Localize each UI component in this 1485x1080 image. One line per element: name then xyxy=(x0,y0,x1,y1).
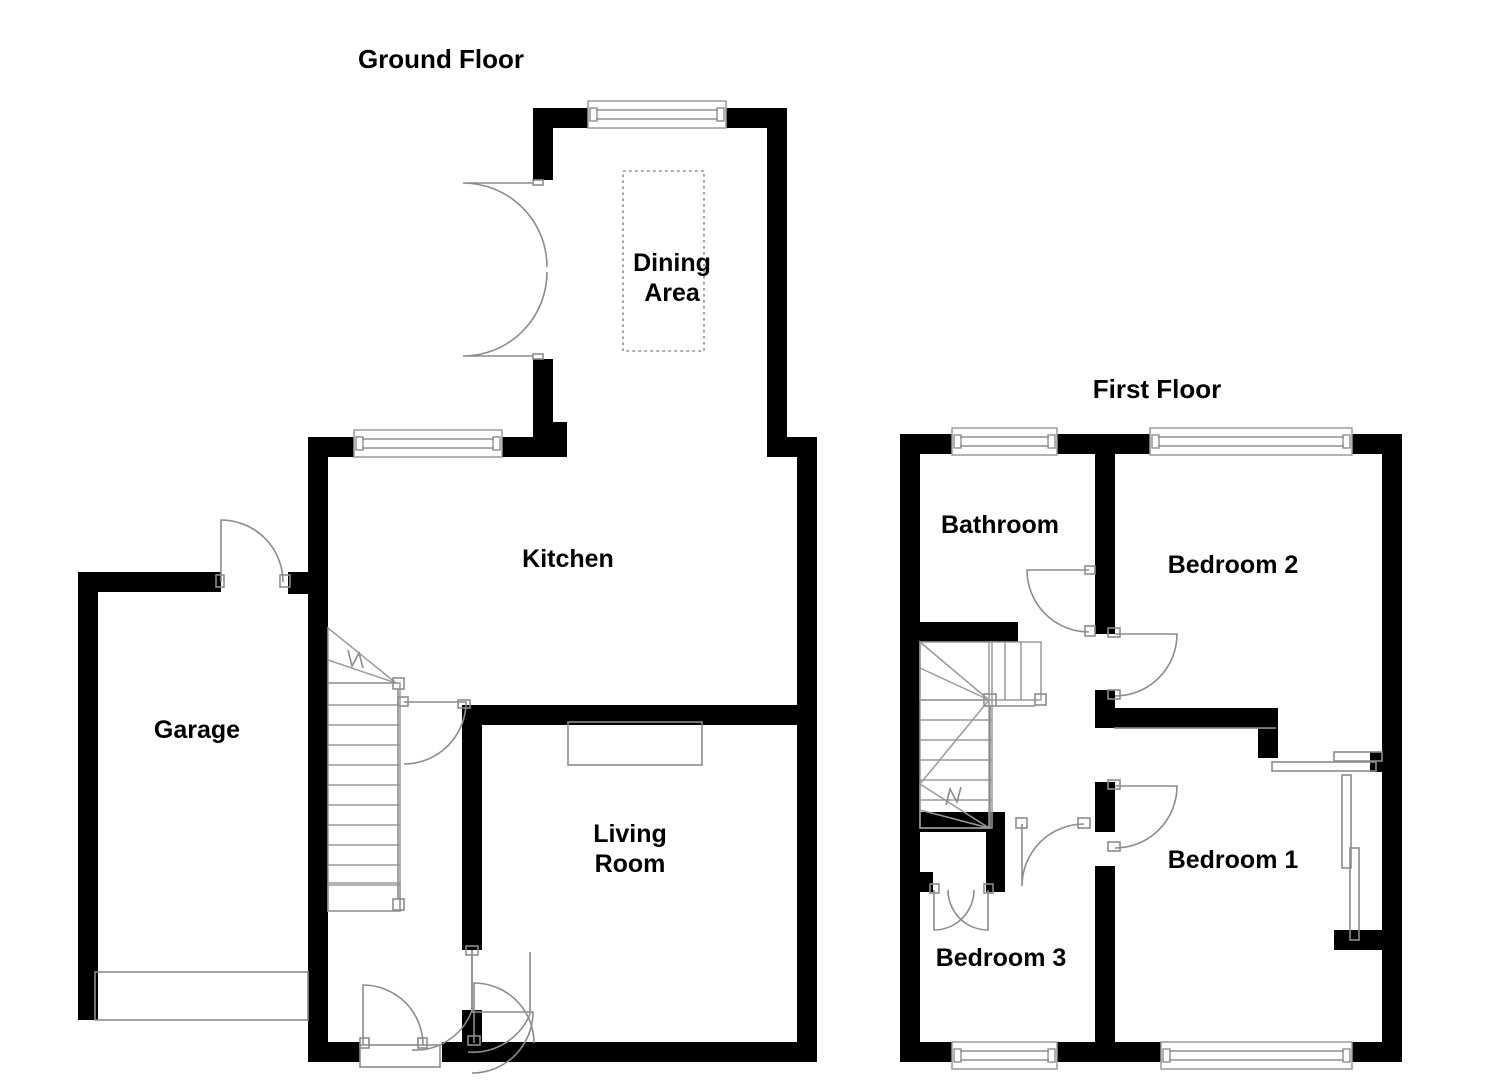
window-kitchen-top xyxy=(353,429,503,458)
door-bathroom xyxy=(1026,565,1096,637)
ground-floor-doors xyxy=(215,179,548,1074)
door-bedroom3 xyxy=(1015,817,1091,887)
room-label-dining-area-line1: Dining xyxy=(633,249,711,277)
door-hall-kitchen xyxy=(397,696,471,765)
room-label-bedroom-2: Bedroom 2 xyxy=(1168,551,1299,579)
first-floor-windows xyxy=(951,427,1353,1070)
ground-floor-windows xyxy=(353,100,727,458)
garage-door xyxy=(94,971,309,1021)
room-label-bedroom-3: Bedroom 3 xyxy=(936,944,1067,972)
window-bedroom3-bottom xyxy=(951,1041,1058,1070)
first-floor-staircase xyxy=(919,640,1047,829)
room-label-bedroom-1: Bedroom 1 xyxy=(1168,846,1299,874)
first-floor-wardrobes xyxy=(1114,727,1383,941)
ground-floor-title: Ground Floor xyxy=(358,44,524,74)
window-bedroom2-top xyxy=(1149,427,1353,456)
door-bedroom2 xyxy=(1107,627,1178,700)
door-front-entrance xyxy=(359,984,441,1068)
door-dining-french xyxy=(462,179,548,360)
window-bathroom-top xyxy=(951,427,1058,456)
first-floor-doors xyxy=(929,565,1178,931)
sliding-wardrobe-upper xyxy=(1271,751,1383,772)
room-label-garage: Garage xyxy=(154,716,240,744)
ground-floor-group xyxy=(78,100,817,1074)
door-living-entry xyxy=(467,982,535,1046)
first-floor-group xyxy=(900,427,1402,1070)
ground-floor-walls xyxy=(78,108,817,1062)
sliding-wardrobe-bedroom1 xyxy=(1341,774,1360,941)
room-label-kitchen: Kitchen xyxy=(522,545,614,573)
room-label-living-room-line1: Living xyxy=(593,820,667,848)
dining-area-zone xyxy=(622,170,705,352)
door-airing-cupboard xyxy=(929,883,994,931)
door-bedroom1 xyxy=(1107,779,1178,852)
plan-text-labels: Ground Floor First Floor Dining Area Kit… xyxy=(154,44,1298,972)
room-label-living-room-line2: Room xyxy=(595,850,666,878)
window-bedroom1-bottom xyxy=(1160,1041,1353,1070)
room-label-dining-area-line2: Area xyxy=(644,279,701,307)
living-room-fireplace xyxy=(567,721,703,766)
first-floor-title: First Floor xyxy=(1093,374,1222,404)
window-dining-top xyxy=(587,100,727,129)
first-floor-walls xyxy=(900,434,1402,1062)
door-garage-hall xyxy=(215,519,291,588)
ground-floor-staircase xyxy=(327,626,405,912)
room-label-bathroom: Bathroom xyxy=(941,511,1059,539)
